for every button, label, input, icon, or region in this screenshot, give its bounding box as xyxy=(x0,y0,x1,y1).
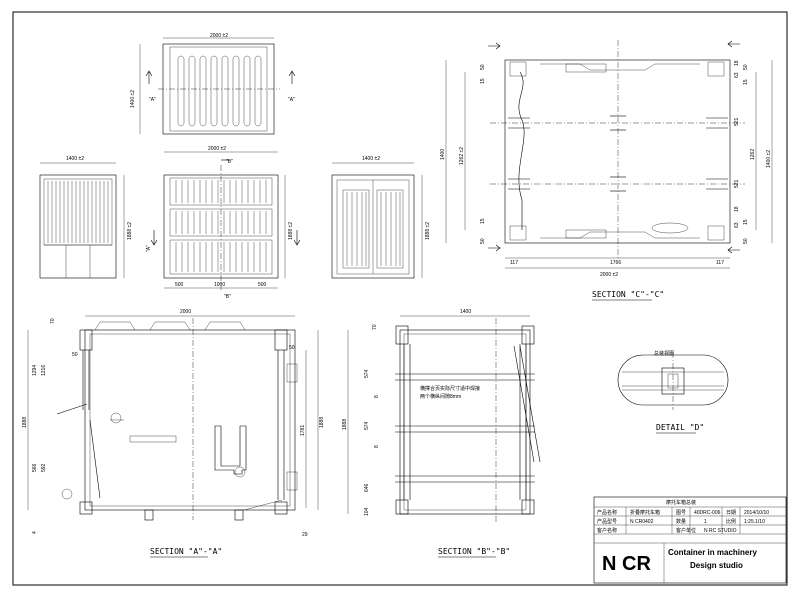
tb-cell: 2014/10/10 xyxy=(744,510,769,516)
sa-50a-dim: 50 xyxy=(72,352,78,358)
sc-height-l-dim: 1400 xyxy=(440,149,446,160)
sc-117a-dim: 117 xyxy=(510,260,518,266)
front-base-a: 500 xyxy=(175,282,184,288)
sc-15d-dim: 15 xyxy=(743,219,749,225)
sc-15c-dim: 15 xyxy=(743,79,749,85)
right-side-view: 1400 ±2 1888 ±2 xyxy=(331,156,431,279)
tb-cell: 40DRC-006 xyxy=(694,510,721,516)
title-block-title: 摩托车箱总装 xyxy=(666,499,696,506)
detail-d-view: 总装视图 DETAIL "D" xyxy=(617,350,729,434)
sb-8b-dim: 8 xyxy=(374,445,380,448)
sb-574b-dim: 574 xyxy=(364,421,370,430)
tb-cell: N CR0402 xyxy=(630,519,654,525)
tb-cell: 客户单位 xyxy=(676,527,696,534)
sc-50c-dim: 50 xyxy=(743,64,749,70)
tb-cell: 折叠摩托车箱 xyxy=(630,509,660,516)
sb-574a-dim: 574 xyxy=(364,369,370,378)
sc-50d-dim: 50 xyxy=(743,238,749,244)
sc-50a-dim: 50 xyxy=(480,64,486,70)
sb-8a-dim: 8 xyxy=(374,395,380,398)
sa-4-dim: 4 xyxy=(32,531,38,534)
front-arrow-b-bottom: "B" xyxy=(224,294,231,300)
studio-line1: Container in machinery xyxy=(668,548,757,557)
front-base-b: 1000 xyxy=(214,282,225,288)
sc-inner-r-dim: 1262 xyxy=(750,149,756,160)
left-height-dim: 1888 ±2 xyxy=(127,222,133,240)
tb-cell: 1 xyxy=(704,519,707,525)
sc-15a-dim: 15 xyxy=(480,78,486,84)
sb-1888-dim: 1888 xyxy=(342,419,348,430)
sb-note-line1: 横撑合页实际尺寸适中焊接 xyxy=(420,385,480,392)
sa-70-dim: 70 xyxy=(50,318,56,324)
sa-592-dim: 592 xyxy=(41,463,47,472)
front-base-c: 500 xyxy=(258,282,267,288)
front-arrow-b-top: "B" xyxy=(226,159,233,165)
left-width-dim: 1400 ±2 xyxy=(66,156,84,162)
section-bb-view: 横撑合页实际尺寸适中焊接 两个横纵间隙8mm 1400 70 1888 574 … xyxy=(342,309,541,558)
top-width-dim: 2000 ±2 xyxy=(210,33,228,39)
sc-outer-r-dim: 1400 ±2 xyxy=(766,150,772,168)
top-arrow-a-left: "A" xyxy=(149,97,156,103)
tb-cell: 日期 xyxy=(726,510,736,516)
tb-cell: 客户名称 xyxy=(597,527,617,534)
sa-width-dim: 2000 xyxy=(180,309,191,315)
left-side-view: 1400 ±2 1888 ±2 xyxy=(39,156,133,279)
sa-1216-dim: 1216 xyxy=(41,365,47,376)
sheet-border xyxy=(12,11,788,586)
tb-cell: 数量 xyxy=(676,518,686,525)
top-view: 2000 ±2 1400 ±2 "A" "A" xyxy=(130,33,296,135)
sc-63a-dim: 63 xyxy=(734,72,740,78)
detail-title: 总装视图 xyxy=(654,350,674,357)
section-cc-label: SECTION "C"-"C" xyxy=(592,290,664,299)
logo-text: N CR xyxy=(602,553,651,575)
section-cc-view: 2000 ±2 117 1766 117 1400 1262 ±2 50 15 … xyxy=(440,40,773,301)
sc-521a-dim: 521 xyxy=(734,117,740,126)
right-height-dim: 1888 ±2 xyxy=(425,222,431,240)
sc-15b-dim: 15 xyxy=(480,218,486,224)
tb-cell: 图号 xyxy=(676,510,686,516)
front-view: 2000 ±2 "B" 1888 ±2 500 1000 500 "B" "A" xyxy=(146,146,301,300)
sc-63b-dim: 63 xyxy=(734,222,740,228)
sb-note-line2: 两个横纵间隙8mm xyxy=(420,393,461,400)
tb-cell: 比例 xyxy=(726,518,736,525)
tb-cell: 1:25.1/10 xyxy=(744,519,765,525)
sc-50b-dim: 50 xyxy=(480,238,486,244)
tb-cell: N RC STUDIO xyxy=(704,528,737,534)
sa-1294-dim: 1294 xyxy=(32,365,38,376)
sb-70-dim: 70 xyxy=(372,324,378,330)
sc-521b-dim: 521 xyxy=(734,179,740,188)
sb-width-dim: 1400 xyxy=(460,309,471,315)
sa-1888r-dim: 1888 xyxy=(319,417,325,428)
sa-50b-dim: 50 xyxy=(289,345,295,351)
sc-inner-l-dim: 1262 ±2 xyxy=(459,147,465,165)
section-aa-view: 2000 70 50 50 1888 1294 1216 566 592 4 1… xyxy=(22,309,325,558)
top-arrow-a-right: "A" xyxy=(288,97,295,103)
sa-1888-dim: 1888 xyxy=(22,417,28,428)
tb-cell: 产品名称 xyxy=(597,509,617,516)
sc-18b-dim: 18 xyxy=(734,206,740,212)
top-depth-dim: 1400 ±2 xyxy=(130,90,136,108)
sb-646-dim: 646 xyxy=(364,483,370,492)
sb-104-dim: 104 xyxy=(364,507,370,516)
tb-cell: 产品型号 xyxy=(597,518,617,525)
sa-566-dim: 566 xyxy=(32,463,38,472)
section-aa-label: SECTION "A"-"A" xyxy=(150,547,222,556)
front-arrow-c-left: "A" xyxy=(146,245,152,252)
sc-width-dim: 2000 ±2 xyxy=(600,272,618,278)
sc-1766-dim: 1766 xyxy=(610,260,621,266)
sc-117b-dim: 117 xyxy=(716,260,724,266)
detail-d-label: DETAIL "D" xyxy=(656,423,704,432)
front-width-dim: 2000 ±2 xyxy=(208,146,226,152)
right-width-dim: 1400 ±2 xyxy=(362,156,380,162)
sa-1781-dim: 1781 xyxy=(300,425,306,436)
sc-18a-dim: 18 xyxy=(734,60,740,66)
section-bb-label: SECTION "B"-"B" xyxy=(438,547,510,556)
front-height-dim: 1888 ±2 xyxy=(288,222,294,240)
studio-line2: Design studio xyxy=(690,561,743,570)
title-block: 摩托车箱总装 产品名称 折叠摩托车箱 图号 40DRC-006 日期 2014/… xyxy=(593,496,787,584)
sa-29-dim: 29 xyxy=(302,532,308,538)
